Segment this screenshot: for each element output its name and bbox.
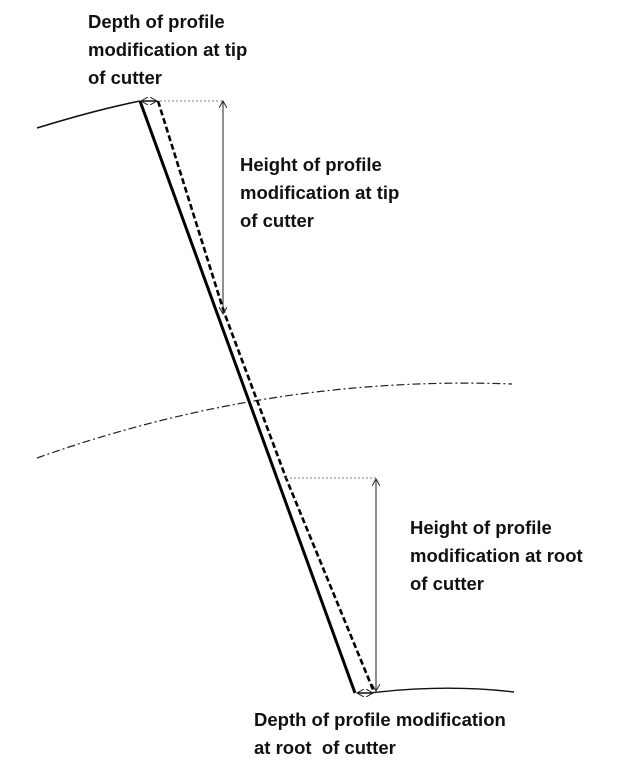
label-line: of cutter [88, 67, 162, 88]
root-height-label: Height of profile modification at root o… [410, 514, 583, 598]
tip-height-label: Height of profile modification at tip of… [240, 151, 399, 235]
root-circle-arc [369, 687, 515, 694]
root-depth-label: Depth of profile modification at root of… [254, 706, 506, 762]
label-line: of cutter [240, 210, 314, 231]
pitch-circle-line [36, 382, 513, 459]
modified-profile-dashed [156, 100, 376, 693]
label-line: Height of profile [410, 517, 552, 538]
label-line: of cutter [410, 573, 484, 594]
cutter-profile-solid [138, 100, 357, 694]
tip-depth-label: Depth of profile modification at tip of … [88, 8, 247, 92]
label-line: at root of cutter [254, 737, 396, 758]
tip-circle-arc [36, 100, 141, 129]
label-line: Height of profile [240, 154, 382, 175]
label-line: modification at root [410, 545, 583, 566]
label-line: modification at tip [88, 39, 248, 60]
label-line: modification at tip [240, 182, 400, 203]
label-line: Depth of profile [88, 11, 225, 32]
label-line: Depth of profile modification [254, 709, 506, 730]
